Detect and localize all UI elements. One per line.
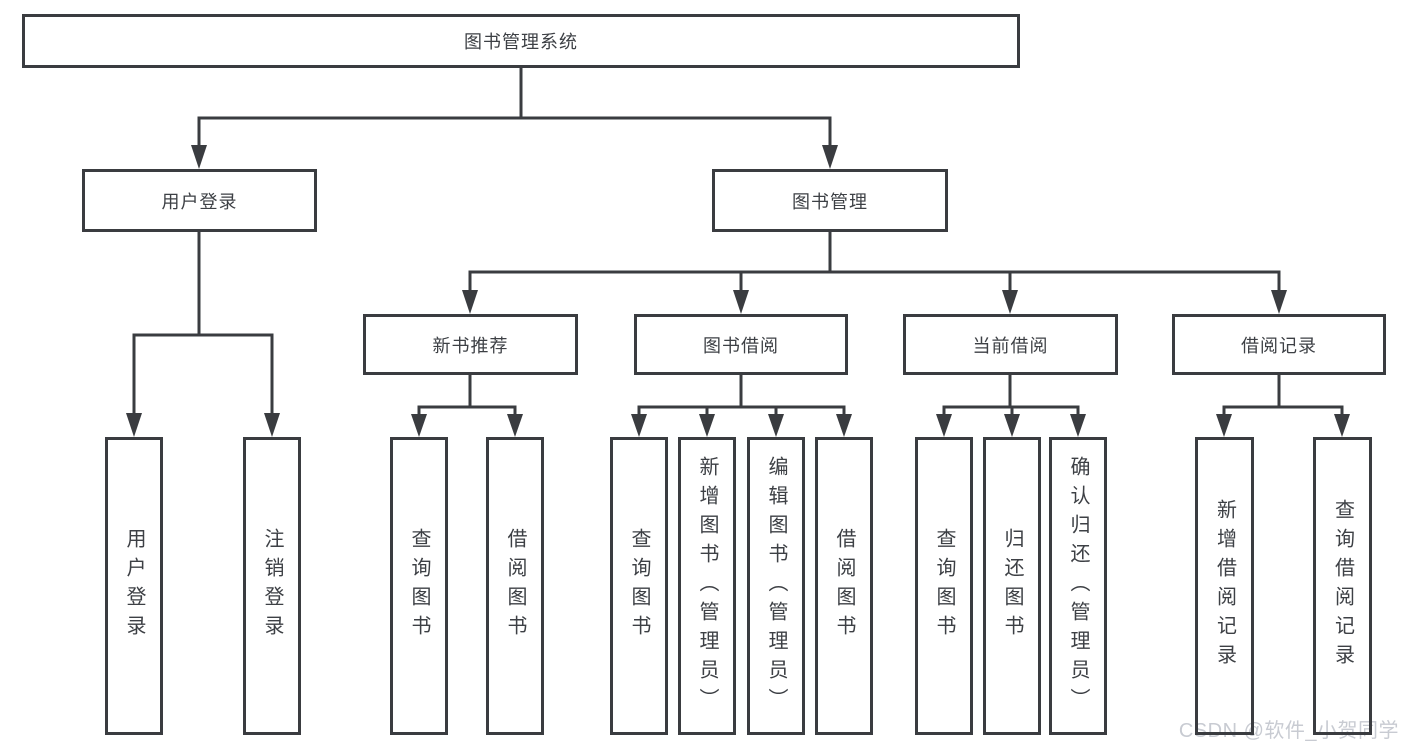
leaf-confirm-return-admin: 确认归还（管理员） bbox=[1049, 437, 1107, 735]
leaf-logout: 注销登录 bbox=[243, 437, 301, 735]
connector-book-borrowing-children bbox=[631, 373, 852, 437]
connector-current-borrowing-children bbox=[936, 373, 1086, 437]
leaf-query-books-current: 查询图书 bbox=[915, 437, 973, 735]
connector-new-book-recommend-children bbox=[411, 373, 523, 437]
csdn-watermark: CSDN @软件_小贺同学 bbox=[1178, 720, 1399, 742]
connector-user-login-children bbox=[126, 230, 280, 437]
leaf-query-books-borrowing: 查询图书 bbox=[610, 437, 668, 735]
leaf-add-books-admin: 新增图书（管理员） bbox=[678, 437, 736, 735]
leaf-user-login: 用户登录 bbox=[105, 437, 163, 735]
leaf-return-books: 归还图书 bbox=[983, 437, 1041, 735]
connector-book-management-children bbox=[462, 230, 1287, 314]
leaf-borrow-books-recommend: 借阅图书 bbox=[486, 437, 544, 735]
node-root: 图书管理系统 bbox=[22, 14, 1020, 68]
connector-root-to-level2 bbox=[191, 66, 838, 169]
leaf-borrow-books: 借阅图书 bbox=[815, 437, 873, 735]
node-borrowing-records: 借阅记录 bbox=[1172, 314, 1386, 375]
node-new-book-recommend: 新书推荐 bbox=[363, 314, 578, 375]
leaf-query-books-recommend: 查询图书 bbox=[390, 437, 448, 735]
leaf-edit-books-admin: 编辑图书（管理员） bbox=[747, 437, 805, 735]
leaf-add-borrow-record: 新增借阅记录 bbox=[1195, 437, 1254, 735]
node-book-borrowing: 图书借阅 bbox=[634, 314, 848, 375]
node-user-login: 用户登录 bbox=[82, 169, 317, 232]
connector-borrowing-records-children bbox=[1216, 373, 1350, 437]
node-book-management: 图书管理 bbox=[712, 169, 948, 232]
leaf-query-borrow-record: 查询借阅记录 bbox=[1313, 437, 1372, 735]
node-current-borrowing: 当前借阅 bbox=[903, 314, 1118, 375]
